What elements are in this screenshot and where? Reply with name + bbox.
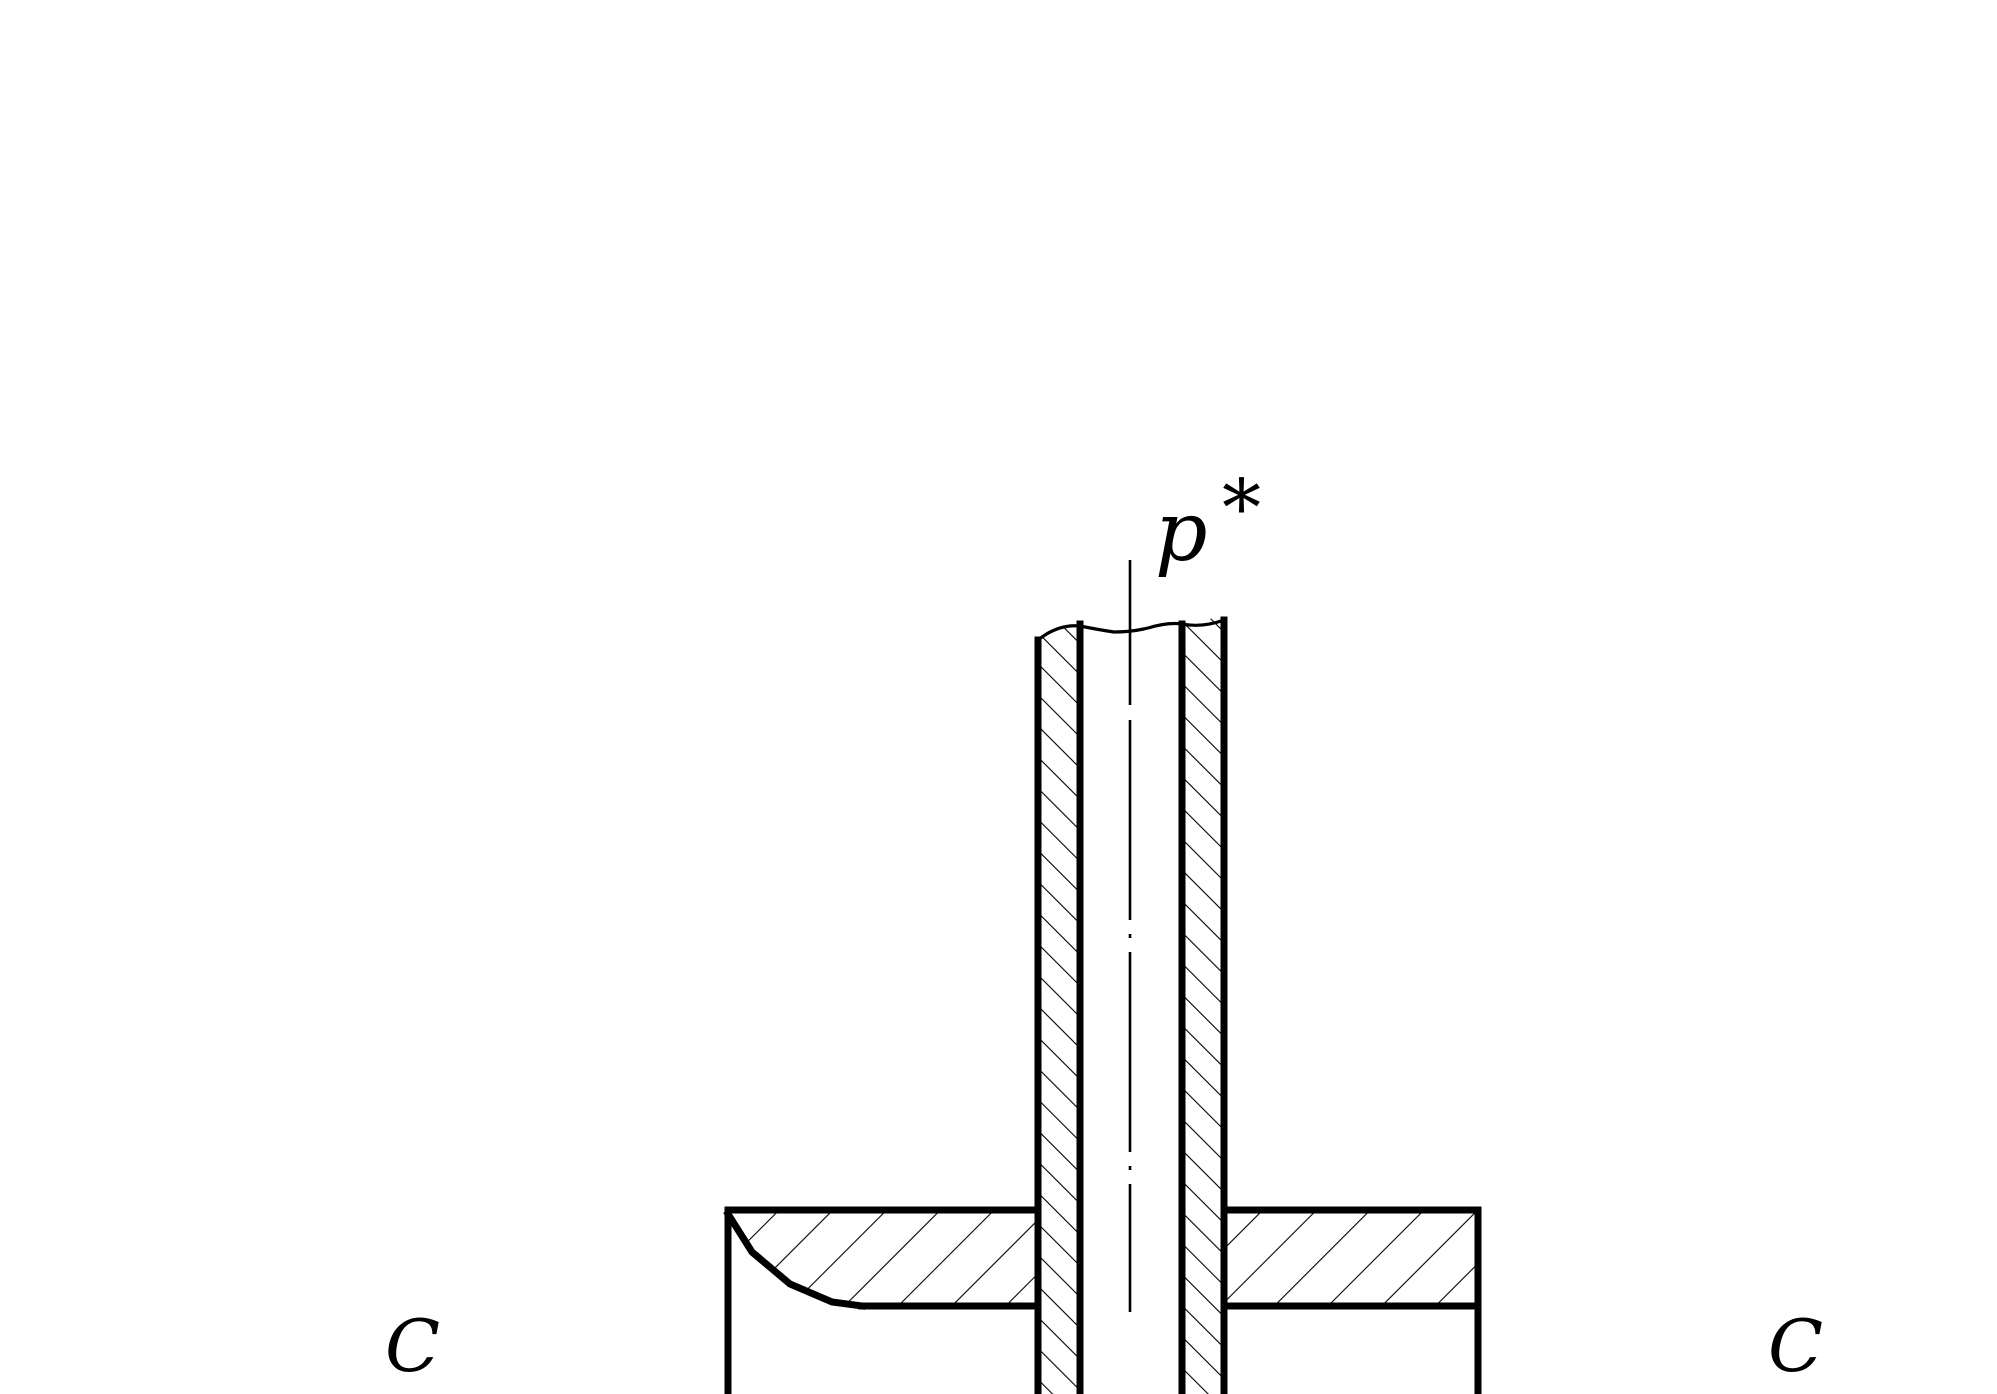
pressure-label: p — [1155, 485, 1208, 580]
break-line — [1037, 618, 1225, 642]
outline — [723, 616, 1482, 1394]
asterisk-label: * — [1222, 464, 1261, 554]
c-label-right: C — [1768, 1304, 1824, 1388]
left-plate-section — [728, 1212, 1038, 1306]
right-plate-section — [1224, 1212, 1478, 1306]
c-label-left: C — [385, 1304, 441, 1388]
right-tube-wall — [1182, 618, 1224, 1394]
left-tube-wall — [1038, 624, 1080, 1394]
